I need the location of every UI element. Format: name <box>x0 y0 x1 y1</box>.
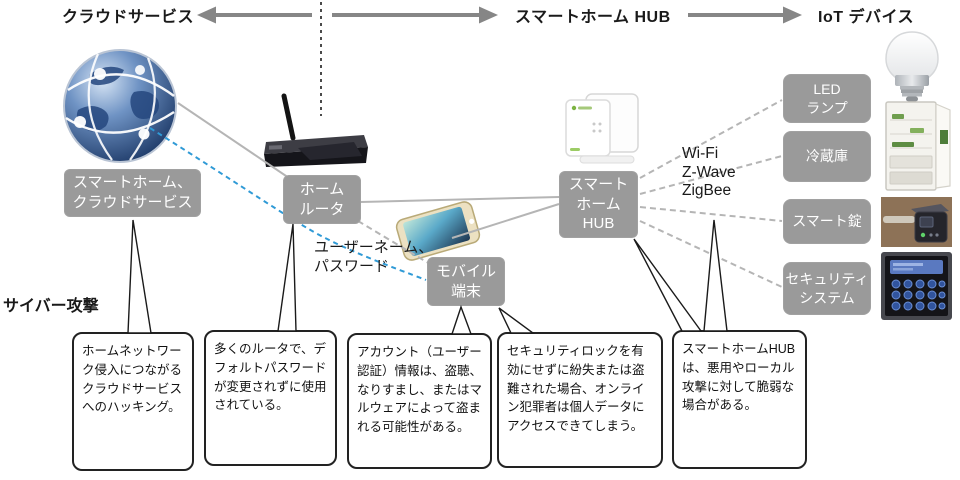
annotation-line: ZigBee <box>682 182 732 200</box>
callout-text: 多くのルータで、デフォルトパスワードが変更されずに使用されている。 <box>214 342 327 413</box>
label-line: LED <box>813 81 841 98</box>
callout-default-password: 多くのルータで、デフォルトパスワードが変更されずに使用されている。 <box>204 330 337 466</box>
callout-cloud-hacking: ホームネットワーク侵入につながるクラウドサービスへのハッキング。 <box>72 332 194 471</box>
annotation-line: Wi-Fi <box>682 145 719 162</box>
device-label-security-system: セキュリティ システム <box>783 262 871 315</box>
callout-account-theft: アカウント（ユーザー認証）情報は、盗聴、なりすまし、またはマルウェアによって盗ま… <box>347 333 492 469</box>
label-line: ランプ <box>806 99 848 116</box>
device-label-led-lamp: LED ランプ <box>783 74 871 123</box>
label-line: ホーム <box>576 195 621 213</box>
label-line: 端末 <box>450 282 481 300</box>
led-bulb-icon <box>885 31 939 102</box>
node-label-cloud-service: スマートホーム、 クラウドサービス <box>64 169 201 217</box>
label-line: システム <box>799 289 855 306</box>
node-label-mobile-device: モバイル 端末 <box>427 257 505 306</box>
zone-arrow-middle <box>332 6 498 24</box>
refrigerator-icon <box>885 101 951 191</box>
device-label-smart-lock: スマート錠 <box>783 199 871 244</box>
label-line: クラウドサービス <box>72 194 193 211</box>
callout-text: アカウント（ユーザー認証）情報は、盗聴、なりすまし、またはマルウェアによって盗ま… <box>357 345 483 434</box>
protocols-annotation: Wi-Fi Z-Wave ZigBee <box>682 145 736 201</box>
label-line: スマート錠 <box>792 213 862 230</box>
zone-label-hub: スマートホーム HUB <box>515 9 671 26</box>
tail-router-callout <box>277 223 297 332</box>
callout-text: セキュリティロックを有効にせずに紛失または盗難された場合、オンライン犯罪者は個人… <box>507 344 645 433</box>
annotation-line: パスワード <box>314 257 390 275</box>
tail-cloud-callout <box>127 219 152 334</box>
label-line: ルータ <box>299 200 345 218</box>
link-hub-lock <box>639 206 783 222</box>
node-label-smart-home-hub: スマート ホーム HUB <box>559 171 638 238</box>
router-icon <box>264 93 368 167</box>
zone-arrow-right <box>688 6 802 24</box>
security-panel-icon <box>881 252 952 320</box>
tail-mobile-callout-left <box>451 304 473 335</box>
label-line: スマートホーム、 <box>72 174 193 192</box>
hub-device-icon <box>565 93 639 164</box>
label-line: スマート <box>568 175 629 193</box>
label-line: セキュリティ <box>785 271 869 288</box>
label-line: HUB <box>582 215 615 233</box>
tail-wireless-callout <box>703 219 728 332</box>
label-line: ホーム <box>299 180 345 198</box>
label-line: 冷蔵庫 <box>806 148 848 165</box>
credentials-annotation: ユーザーネーム、 パスワード <box>314 239 433 277</box>
node-label-home-router: ホーム ルータ <box>283 175 361 224</box>
device-label-refrigerator: 冷蔵庫 <box>783 131 871 182</box>
cyber-attack-label: サイバー攻撃 <box>3 298 99 315</box>
link-hub-security <box>639 220 783 288</box>
zone-arrow-left <box>197 6 312 24</box>
callout-text: スマートホームHUBは、悪用やローカル攻撃に対して脆弱な場合がある。 <box>682 342 796 413</box>
smart-lock-icon <box>881 197 952 247</box>
tail-hub-callout <box>633 238 703 332</box>
zone-label-iot: IoT デバイス <box>818 9 914 26</box>
callout-hub-vulnerability: スマートホームHUBは、悪用やローカル攻撃に対して脆弱な場合がある。 <box>672 330 807 469</box>
annotation-line: Z-Wave <box>682 163 736 181</box>
tail-mobile-callout-right <box>498 307 536 334</box>
globe-cloud-icon <box>63 49 177 163</box>
label-line: モバイル <box>435 262 496 280</box>
annotation-line: ユーザーネーム、 <box>314 239 434 256</box>
callout-text: ホームネットワーク侵入につながるクラウドサービスへのハッキング。 <box>82 344 183 415</box>
callout-lost-device: セキュリティロックを有効にせずに紛失または盗難された場合、オンライン犯罪者は個人… <box>497 332 663 468</box>
zone-label-cloud: クラウドサービス <box>62 9 195 26</box>
